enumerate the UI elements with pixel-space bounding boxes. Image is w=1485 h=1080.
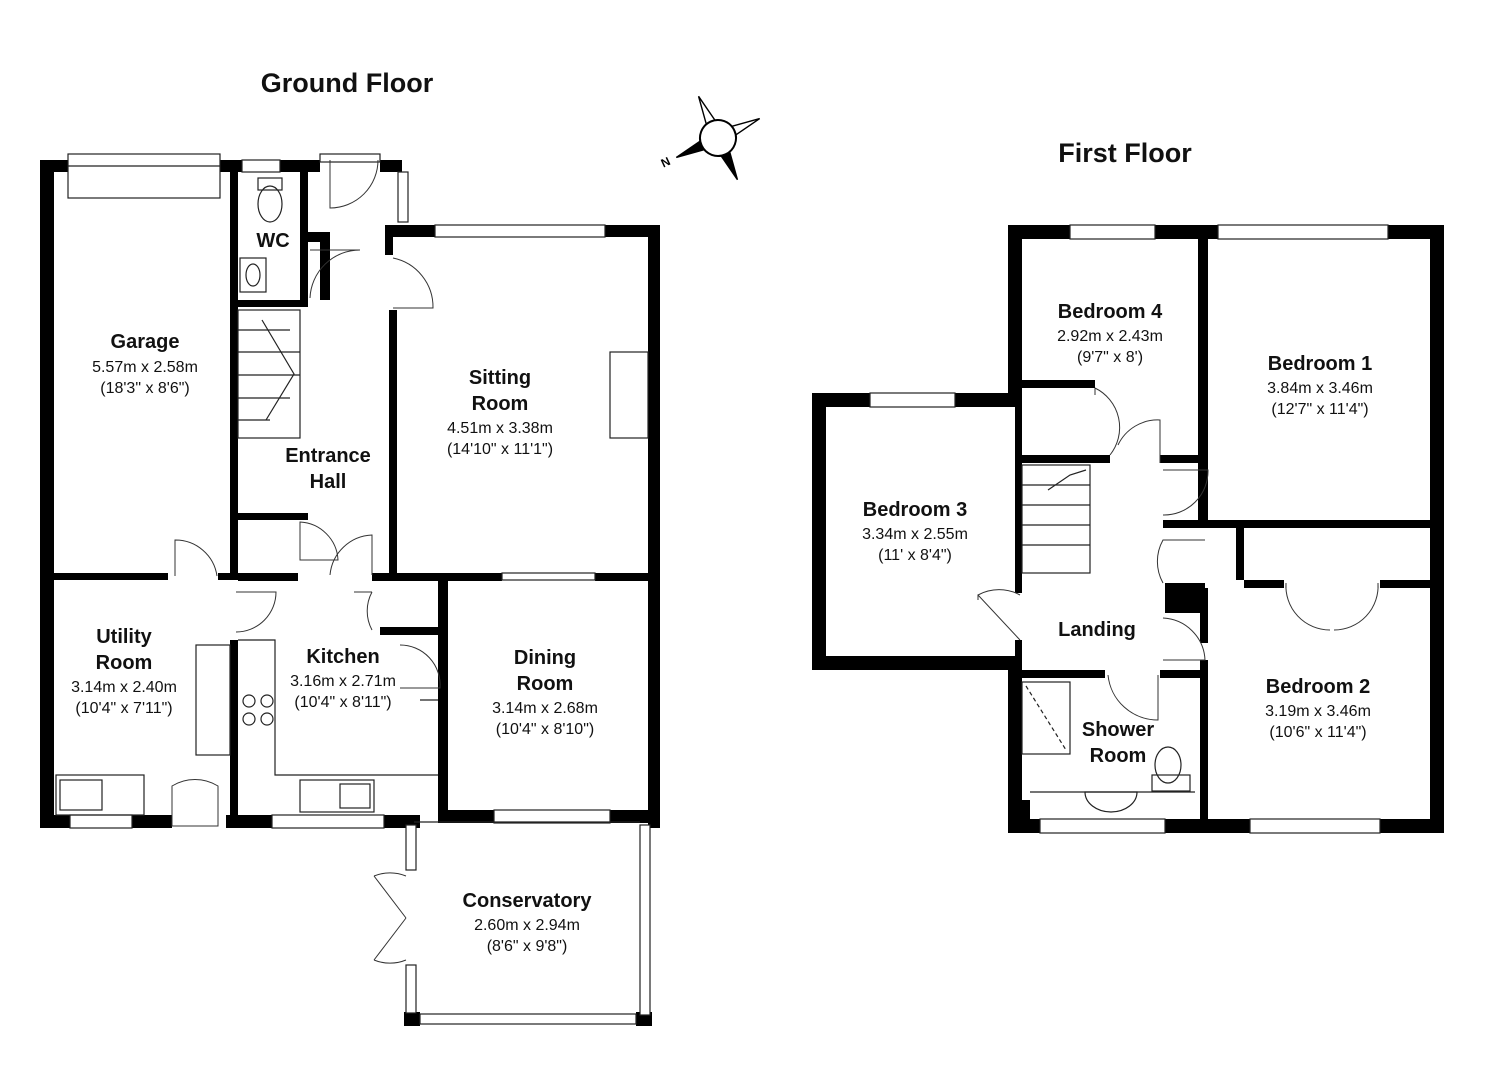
ground-floor-walls [40,160,660,1026]
room-label-conservatory: Conservatory 2.60m x 2.94m (8'6" x 9'8") [463,890,593,955]
first-floor-doors [977,387,1379,721]
svg-text:3.84m x 3.46m: 3.84m x 3.46m [1267,380,1373,397]
svg-text:5.57m x 2.58m: 5.57m x 2.58m [92,359,198,376]
room-label-bedroom-3: Bedroom 3 3.34m x 2.55m (11' x 8'4") [862,499,968,564]
svg-text:WC: WC [256,230,289,252]
room-label-utility-room: Utility Room 3.14m x 2.40m (10'4" x 7'11… [71,626,177,717]
first-floor-fixtures [1021,464,1195,813]
svg-text:3.19m x 3.46m: 3.19m x 3.46m [1265,703,1371,720]
first-floor-title: First Floor [1058,138,1192,168]
room-label-wc: WC [256,230,289,252]
svg-text:Entrance: Entrance [285,445,371,467]
svg-text:Hall: Hall [310,471,347,493]
ground-floor-fixtures [55,177,649,816]
svg-text:Sitting: Sitting [469,367,531,389]
svg-text:(10'4" x 8'11"): (10'4" x 8'11") [294,694,391,711]
svg-text:Room: Room [1090,745,1147,767]
svg-text:Bedroom 3: Bedroom 3 [863,499,967,521]
svg-text:3.16m x 2.71m: 3.16m x 2.71m [290,673,396,690]
svg-text:Room: Room [472,393,529,415]
room-label-dining-room: Dining Room 3.14m x 2.68m (10'4" x 8'10"… [492,647,598,738]
svg-text:2.92m x 2.43m: 2.92m x 2.43m [1057,328,1163,345]
room-label-shower-room: Shower Room [1082,719,1154,767]
svg-text:(18'3" x 8'6"): (18'3" x 8'6") [100,380,190,397]
svg-text:Conservatory: Conservatory [463,890,593,912]
svg-text:3.14m x 2.40m: 3.14m x 2.40m [71,679,177,696]
svg-text:Kitchen: Kitchen [306,646,379,668]
room-label-kitchen: Kitchen 3.16m x 2.71m (10'4" x 8'11") [290,646,396,711]
svg-text:Landing: Landing [1058,619,1136,641]
svg-text:Dining: Dining [514,647,576,669]
room-label-garage: Garage 5.57m x 2.58m (18'3" x 8'6") [92,331,198,397]
room-label-landing: Landing [1058,619,1136,641]
svg-text:Garage: Garage [111,331,180,353]
svg-text:4.51m x 3.38m: 4.51m x 3.38m [447,420,553,437]
svg-text:(8'6" x 9'8"): (8'6" x 9'8") [487,938,568,955]
room-label-entrance-hall: Entrance Hall [285,445,371,493]
svg-text:(9'7" x 8'): (9'7" x 8') [1077,349,1143,366]
svg-text:Bedroom 1: Bedroom 1 [1268,353,1372,375]
compass-north-label: N [659,154,673,170]
svg-text:(12'7" x 11'4"): (12'7" x 11'4") [1271,401,1368,418]
svg-text:3.14m x 2.68m: 3.14m x 2.68m [492,700,598,717]
svg-text:(10'4" x 8'10"): (10'4" x 8'10") [496,721,594,738]
svg-text:Room: Room [517,673,574,695]
ground-floor-windows [67,153,651,1025]
ground-floor-doors [171,159,441,964]
room-label-bedroom-2: Bedroom 2 3.19m x 3.46m (10'6" x 11'4") [1265,676,1371,741]
svg-text:(10'4" x 7'11"): (10'4" x 7'11") [75,700,172,717]
svg-text:2.60m x 2.94m: 2.60m x 2.94m [474,917,580,934]
room-label-sitting-room: Sitting Room 4.51m x 3.38m (14'10" x 11'… [447,367,553,458]
svg-text:3.34m x 2.55m: 3.34m x 2.55m [862,526,968,543]
compass-icon [675,95,761,181]
svg-text:(14'10" x 11'1"): (14'10" x 11'1") [447,441,553,458]
svg-text:(10'6" x 11'4"): (10'6" x 11'4") [1269,724,1366,741]
svg-text:Room: Room [96,652,153,674]
svg-text:(11' x 8'4"): (11' x 8'4") [878,547,952,564]
svg-text:Shower: Shower [1082,719,1154,741]
room-label-bedroom-4: Bedroom 4 2.92m x 2.43m (9'7" x 8') [1057,301,1163,366]
first-floor-windows [869,224,1389,834]
svg-text:Bedroom 2: Bedroom 2 [1266,676,1370,698]
svg-text:Bedroom 4: Bedroom 4 [1058,301,1163,323]
room-label-bedroom-1: Bedroom 1 3.84m x 3.46m (12'7" x 11'4") [1267,353,1373,418]
ground-floor-title: Ground Floor [261,68,434,98]
svg-text:Utility: Utility [96,626,152,648]
first-floor-walls [812,225,1444,833]
